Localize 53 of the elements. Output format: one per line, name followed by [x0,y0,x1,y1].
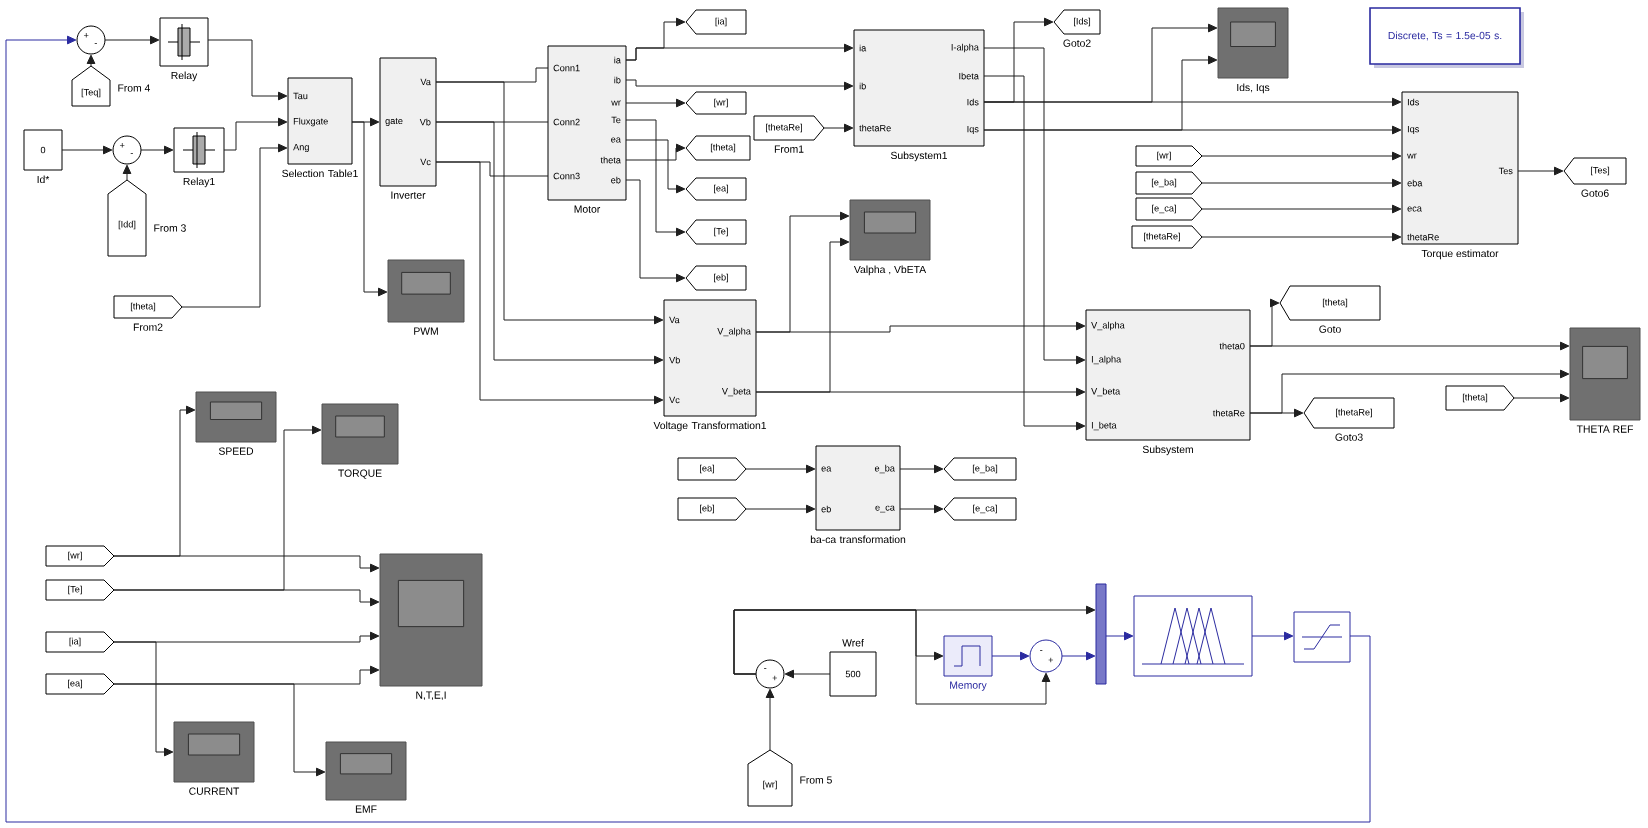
signal-arrow [1061,651,1096,661]
signal-arrow [625,43,854,61]
signal-arrow [745,504,816,514]
signal-arrow [1201,204,1402,214]
signal-arrow [113,405,196,557]
signal-arrow [435,121,664,365]
signal-arrow [61,145,113,155]
signal-arrow [1251,631,1294,641]
mux-bar [1095,583,1107,685]
signal-arrow [625,179,686,283]
signal-arrow [983,47,1086,365]
signal-arrow [1513,393,1570,403]
signal-arrow [983,55,1218,131]
signal-arrow [625,79,854,91]
signal-arrow [1201,151,1402,161]
signal-arrow [113,683,326,777]
signal-arrow [625,143,686,161]
saturation-block [1293,611,1351,663]
signal-arrow [899,504,944,514]
signal-arrow [625,139,686,194]
signal-arrow [1517,166,1564,176]
signal-arrow [1249,341,1570,351]
signal-arrow [435,161,664,405]
signal-arrow [745,464,816,474]
signal-arrow [181,143,288,308]
signal-arrow [1249,369,1570,414]
signal-arrow [983,75,1086,431]
signal-arrow [5,35,1371,823]
signal-arrow [1201,232,1402,242]
signal-arrow [104,35,160,45]
signal-arrow [207,39,288,101]
signal-arrow [223,117,288,151]
fuzzy-controller-block [1133,595,1253,677]
signal-arrow [991,651,1030,661]
signal-arrow [784,669,831,679]
signal-arrow [899,464,944,474]
signal-arrow [625,98,686,108]
signal-arrow [435,81,664,325]
signal-arrow [1201,178,1402,188]
signal-arrow [755,237,850,393]
signal-arrow [351,121,388,297]
signal-arrow [122,164,132,181]
signal-arrow [1105,631,1134,641]
signal-arrow [140,145,174,155]
signal-arrow [625,119,686,237]
signal-arrow [113,425,322,591]
signal-arrow [113,641,174,757]
signal-arrow [765,688,775,751]
signal-arrow [823,123,854,133]
signal-arrow [86,54,96,67]
signal-arrow [983,23,1218,103]
signal-arrow [755,211,850,333]
signal-arrow [733,609,1051,705]
